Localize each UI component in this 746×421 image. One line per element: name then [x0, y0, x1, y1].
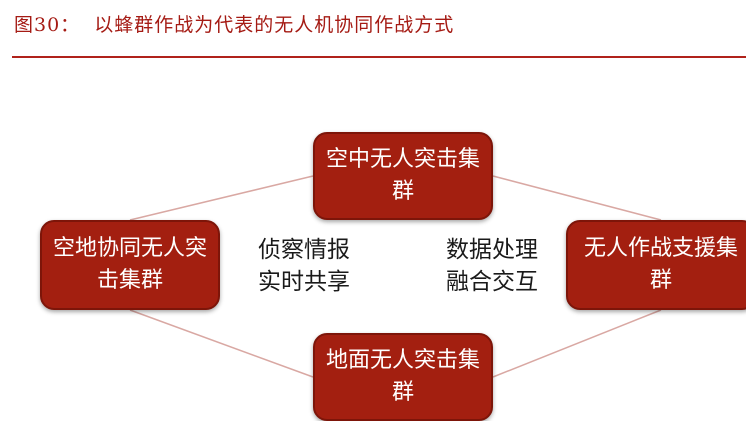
node-ground-swarm-label: 地面无人突击集群: [325, 348, 480, 405]
title-rule: [12, 56, 746, 58]
center-text-intel-sharing: 侦察情报 实时共享: [258, 237, 350, 295]
edge-top-right: [492, 175, 662, 221]
center-text-data-fusion: 数据处理 融合交互: [446, 237, 538, 295]
figure-title: 图30： 以蜂群作战为代表的无人机协同作战方式: [14, 10, 454, 37]
edge-bottom-right: [492, 309, 662, 378]
node-support-swarm: 无人作战支援集群: [566, 220, 746, 310]
edge-left-top: [129, 175, 314, 221]
node-support-swarm-label: 无人作战支援集群: [583, 236, 738, 293]
connector-lines: [129, 175, 662, 378]
node-air-swarm: 空中无人突击集群: [313, 132, 493, 220]
figure-label: 图30：: [14, 14, 81, 36]
node-air-swarm-label: 空中无人突击集群: [325, 147, 480, 204]
node-air-ground-swarm-label: 空地协同无人突击集群: [52, 236, 207, 293]
figure-caption: 以蜂群作战为代表的无人机协同作战方式: [94, 14, 455, 36]
node-air-ground-swarm: 空地协同无人突击集群: [40, 220, 220, 310]
edge-left-bottom: [129, 309, 314, 378]
node-ground-swarm: 地面无人突击集群: [313, 333, 493, 421]
